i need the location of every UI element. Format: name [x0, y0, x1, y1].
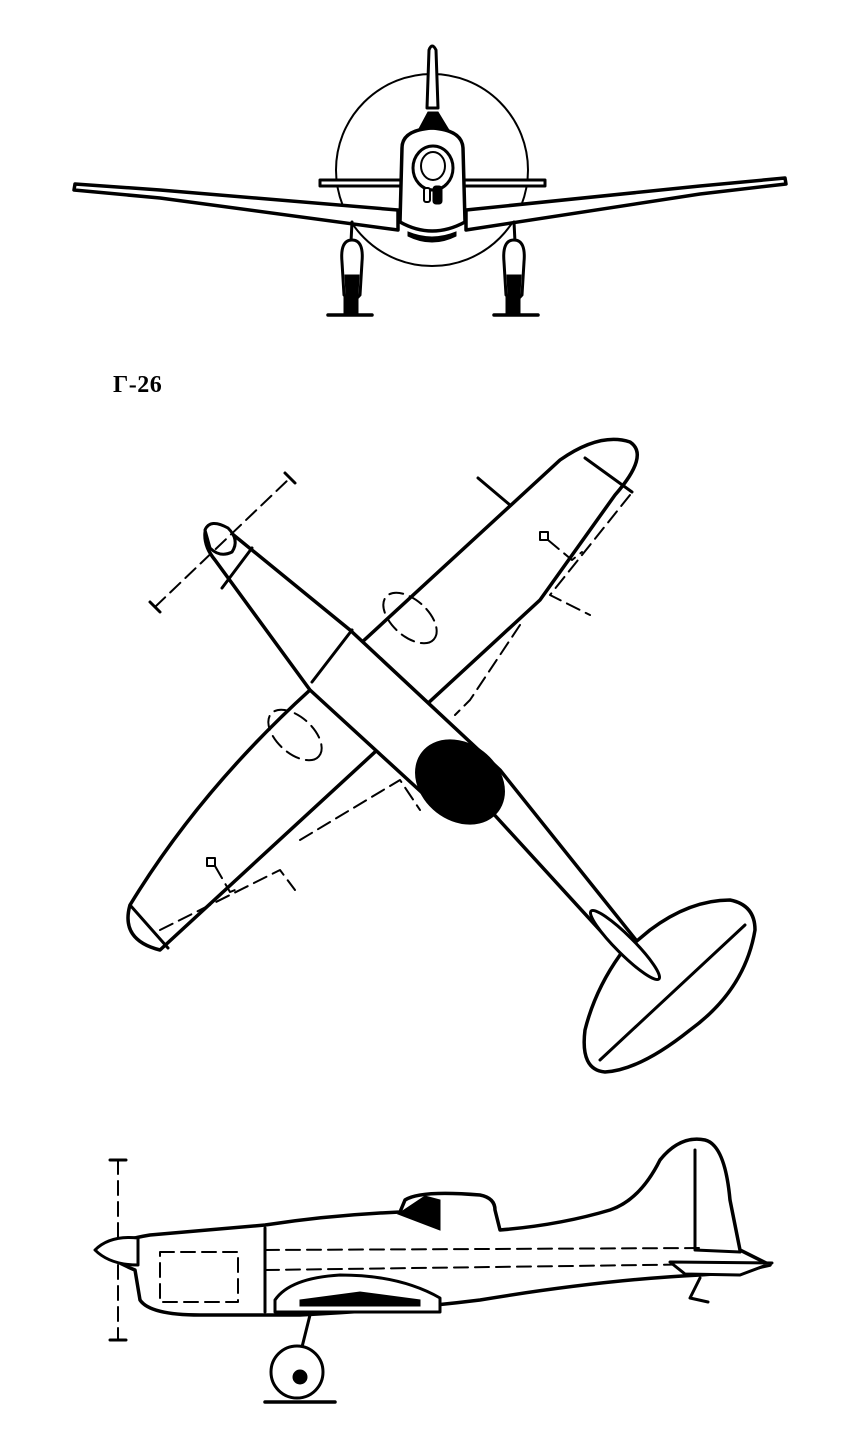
right-wing — [464, 176, 788, 232]
spinner — [203, 522, 237, 556]
wing-root-front — [310, 628, 354, 684]
right-flap-line — [454, 624, 521, 716]
cowling-line — [220, 546, 254, 590]
side-main-gear — [263, 1313, 337, 1404]
tail-cone — [588, 908, 662, 982]
top-view — [126, 437, 757, 1074]
intake-right — [432, 185, 443, 205]
chin-shadow — [407, 231, 457, 243]
left-flap-line — [299, 779, 421, 841]
right-aileron — [549, 494, 631, 616]
side-canopy-shadow — [396, 1195, 441, 1231]
right-gear-outline — [382, 591, 438, 645]
side-tailplane — [668, 1260, 774, 1277]
right-landing-gear — [492, 220, 540, 317]
left-pitot-marker — [206, 857, 216, 867]
rudder-line — [693, 1148, 742, 1254]
left-wing — [72, 182, 400, 232]
propeller-span-indicator — [148, 471, 297, 614]
intake-left — [423, 187, 431, 203]
horizontal-tail — [582, 898, 757, 1074]
side-view — [93, 1137, 774, 1404]
right-pitot-marker — [539, 531, 549, 541]
aircraft-designation-label: Г-26 — [113, 372, 163, 398]
left-aileron — [159, 869, 296, 931]
antenna-mast — [476, 476, 512, 507]
cockpit-canopy — [415, 739, 505, 825]
side-spinner — [93, 1236, 140, 1267]
spinner-inner — [420, 151, 446, 181]
cowling-panel — [159, 1251, 239, 1303]
tailwheel — [688, 1276, 710, 1304]
elevator-line — [598, 923, 747, 1062]
front-view — [72, 44, 788, 317]
left-gear-outline — [267, 708, 323, 762]
right-wingtip-line — [583, 456, 634, 494]
left-wingtip-line — [128, 903, 170, 950]
vertical-fin — [425, 44, 440, 110]
left-landing-gear — [326, 220, 374, 317]
